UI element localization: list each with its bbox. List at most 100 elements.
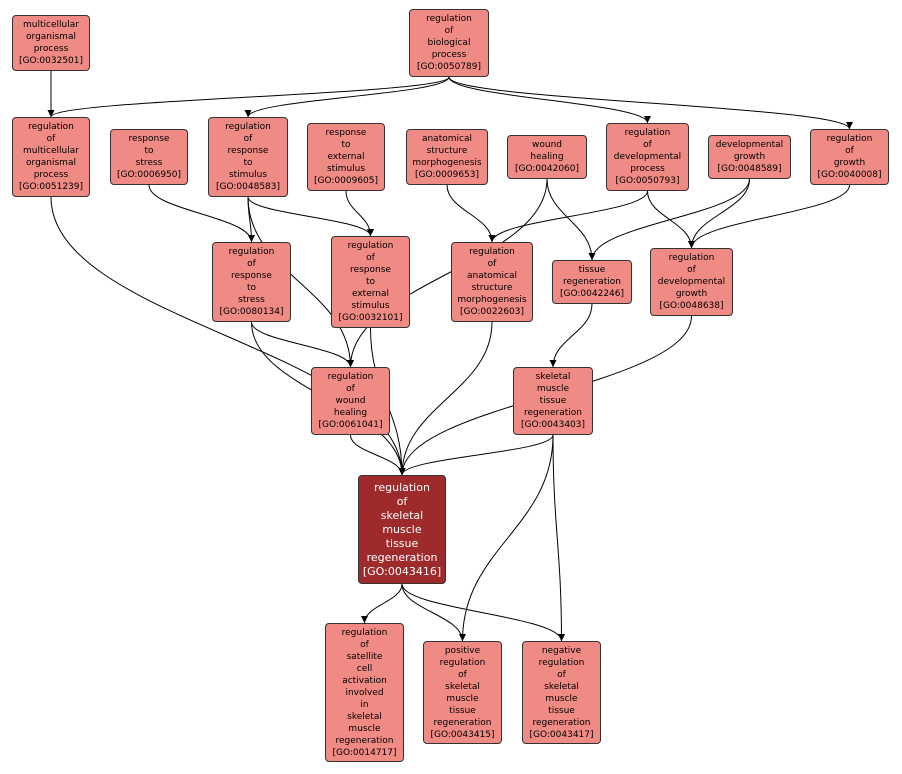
go-term-id: [GO:0014717] [332, 747, 397, 758]
go-term-id: [GO:0009605] [313, 176, 379, 186]
edge-go0061041-to-go0043416 [350, 434, 406, 476]
edge-go0043416-to-go0043417 [401, 583, 565, 642]
go-term-name-line: morphogenesis [457, 295, 527, 305]
edge-go0048589-to-go0048638 [688, 178, 750, 249]
edge-go0042246-to-go0043403 [549, 303, 593, 368]
edge-go0042060-to-go0061041 [347, 178, 548, 368]
go-term-name-line: process [630, 164, 665, 174]
go-term-name-line: stress [238, 295, 265, 305]
go-term-name-line: anatomical [466, 271, 517, 281]
go-term-name-line: of [360, 639, 369, 650]
edge-go0048583-to-go0032101 [247, 196, 374, 237]
go-term-name-line: muscle [446, 693, 479, 704]
go-term-id: [GO:0043403] [520, 420, 586, 430]
go-term-id: [GO:0043415] [430, 729, 495, 740]
go-term-name-line: regulation [439, 657, 486, 668]
go-term-name-line: of [247, 259, 256, 269]
go-term-name-line: regeneration [335, 735, 394, 746]
go-term-name-line: regulation [228, 247, 275, 257]
go-term-name-line: anatomical [421, 134, 472, 144]
go-term-name-line: positive [444, 645, 481, 656]
go-term-name-line: tissue [539, 396, 567, 406]
edge-go0006950-to-go0080134 [148, 184, 255, 243]
go-term-name-line: muscle [382, 522, 422, 536]
go-term-name-line: regulation [668, 253, 715, 263]
go-term-name-line: process [33, 44, 69, 54]
go-term-name-line: muscle [348, 723, 381, 734]
go-term-name-line: stimulus [326, 164, 366, 174]
go-term-id: [GO:0043416] [362, 564, 442, 578]
edge-go0009653-to-go0022603 [446, 184, 496, 243]
edge-go0042060-to-go0042246 [546, 178, 596, 261]
go-term-name-line: skeletal [535, 372, 571, 382]
go-term-name-line: skeletal [445, 681, 480, 692]
go-term-name-line: structure [426, 146, 468, 156]
edge-go0050789-to-go0051239 [47, 76, 450, 118]
go-term-name-line: of [396, 494, 408, 508]
edge-go0050789-to-go0050793 [448, 76, 651, 124]
go-term-name-line: external [327, 152, 365, 162]
go-term-name-line: of [687, 265, 696, 275]
go-term-name-line: tissue [385, 536, 419, 550]
go-term-name-line: response [325, 128, 367, 138]
go-term-name-line: response [227, 146, 269, 156]
go-term-name-line: regulation [538, 657, 585, 668]
edge-go0040008-to-go0048638 [688, 184, 850, 249]
go-term-name-line: cell [356, 663, 373, 674]
go-term-name-line: biological [427, 38, 471, 48]
go-term-name-line: response [128, 134, 170, 144]
go-term-name-line: organismal [26, 158, 76, 168]
edge-go0009605-to-go0032101 [345, 190, 374, 237]
go-term-name-line: regeneration [433, 717, 492, 728]
go-term-name-line: wound [335, 396, 366, 406]
edge-go0043416-to-go0043415 [401, 583, 466, 642]
go-term-id: [GO:0043417] [529, 729, 594, 740]
go-term-name-line: regeneration [524, 408, 582, 418]
go-term-id: [GO:0040008] [817, 170, 882, 180]
go-term-name-line: of [46, 134, 56, 144]
go-term-id: [GO:0006950] [116, 170, 182, 180]
go-term-name-line: stimulus [228, 170, 268, 180]
go-term-name-line: multicellular [23, 20, 79, 30]
go-term-name-line: stimulus [351, 301, 390, 311]
go-term-name-line: satellite [346, 651, 383, 662]
go-term-name-line: skeletal [380, 508, 424, 522]
edge-go0043403-to-go0043415 [459, 434, 554, 642]
go-term-name-line: involved [345, 687, 384, 698]
edge-go0022603-to-go0043416 [398, 321, 493, 476]
go-term-name-line: to [246, 283, 257, 293]
go-term-name-line: of [845, 146, 854, 156]
go-term-name-line: activation [342, 675, 387, 686]
edge-go0043403-to-go0043416 [398, 434, 554, 476]
go-term-name-line: regulation [347, 241, 394, 251]
edge-go0043416-to-go0014717 [361, 583, 403, 624]
go-term-name-line: regulation [225, 122, 271, 132]
go-term-name-line: process [431, 50, 467, 60]
go-term-name-line: to [144, 146, 154, 156]
go-term-name-line: regulation [426, 14, 472, 24]
go-term-name-line: skeletal [544, 681, 579, 692]
go-term-name-line: of [444, 26, 454, 36]
